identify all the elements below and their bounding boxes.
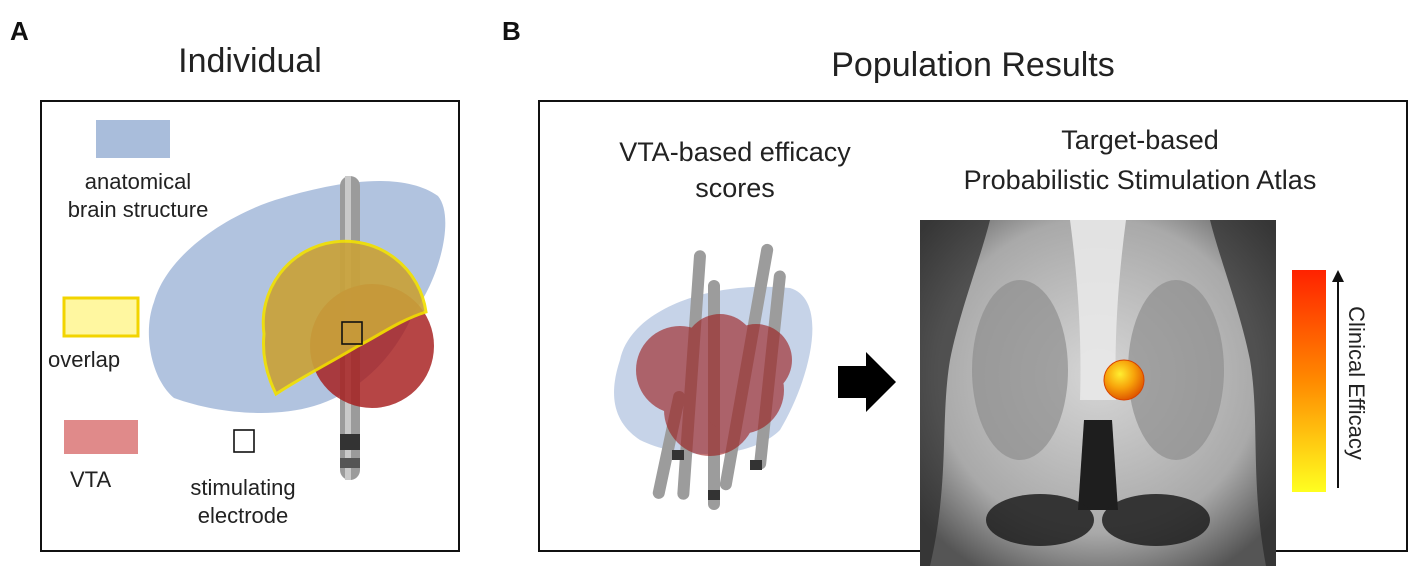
colorbar-label: Clinical Efficacy (1344, 306, 1369, 460)
stimulating-contact (341, 321, 363, 345)
vta-legend-swatch (64, 420, 138, 454)
vta-legend-label: VTA (70, 467, 112, 492)
panel-a-frame: anatomical brain structure overlap VTA s… (40, 100, 460, 552)
panel-b-title: Population Results (831, 46, 1115, 84)
vta-spheres (636, 314, 792, 456)
mri-atlas-image (920, 220, 1276, 566)
overlap-legend-label: overlap (48, 347, 121, 372)
colorbar (1292, 270, 1326, 492)
right-arrow-icon (838, 352, 896, 412)
overlap-region (261, 239, 428, 397)
vta-scores-heading: VTA-based efficacy scores (619, 137, 851, 203)
panel-b-frame: VTA-based efficacy scores Target-based P… (538, 100, 1408, 566)
vta-cluster-illustration (614, 243, 813, 510)
electrode-legend-label: stimulating electrode (190, 475, 296, 528)
overlap-legend-swatch (62, 296, 140, 338)
atlas-heading-line2: Probabilistic Stimulation Atlas (963, 165, 1317, 195)
panel-a-illustration (62, 120, 446, 480)
structure-legend-swatch (96, 120, 170, 158)
electrode-contacts (672, 450, 762, 500)
efficacy-hotspot (1103, 359, 1145, 401)
atlas-heading-line1: Target-based (1061, 125, 1219, 155)
panel-a-title: Individual (178, 42, 322, 80)
structure-legend-label: anatomical brain structure (67, 169, 209, 222)
up-arrow-icon (1332, 270, 1344, 488)
electrode-legend-swatch (233, 429, 255, 453)
panel-b-letter: B (502, 16, 521, 46)
panel-a-letter: A (10, 16, 29, 46)
